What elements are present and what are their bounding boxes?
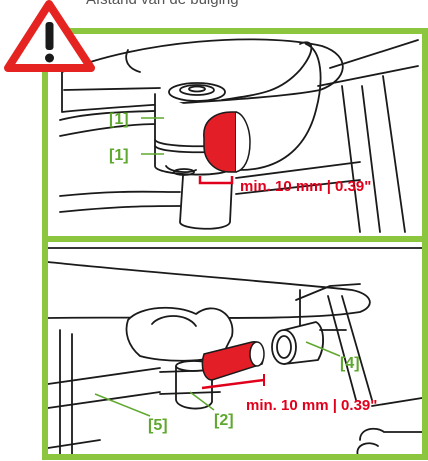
top-dimension-bracket: [198, 176, 234, 185]
label-part5: [5]: [148, 417, 168, 434]
warning-triangle-icon: [4, 0, 95, 72]
top-dimension-label: min. 10 mm | 0.39": [240, 178, 371, 195]
label-part4: [4]: [340, 355, 360, 372]
top-panel: [1] [1] min. 10 mm | 0.39": [59, 38, 419, 233]
bottom-panel: [5] [2] [4] min. 10 mm | 0.39": [47, 247, 428, 457]
bottom-panel-frame: [42, 236, 428, 460]
label-part1-lower: [1]: [109, 147, 129, 164]
bottom-dimension-line: [201, 378, 265, 390]
label-part2: [2]: [214, 412, 234, 429]
figure-caption: Afstand van de buiging: [86, 0, 239, 8]
bottom-dimension-label: min. 10 mm | 0.39": [246, 397, 377, 414]
label-part1-upper: [1]: [109, 111, 129, 128]
